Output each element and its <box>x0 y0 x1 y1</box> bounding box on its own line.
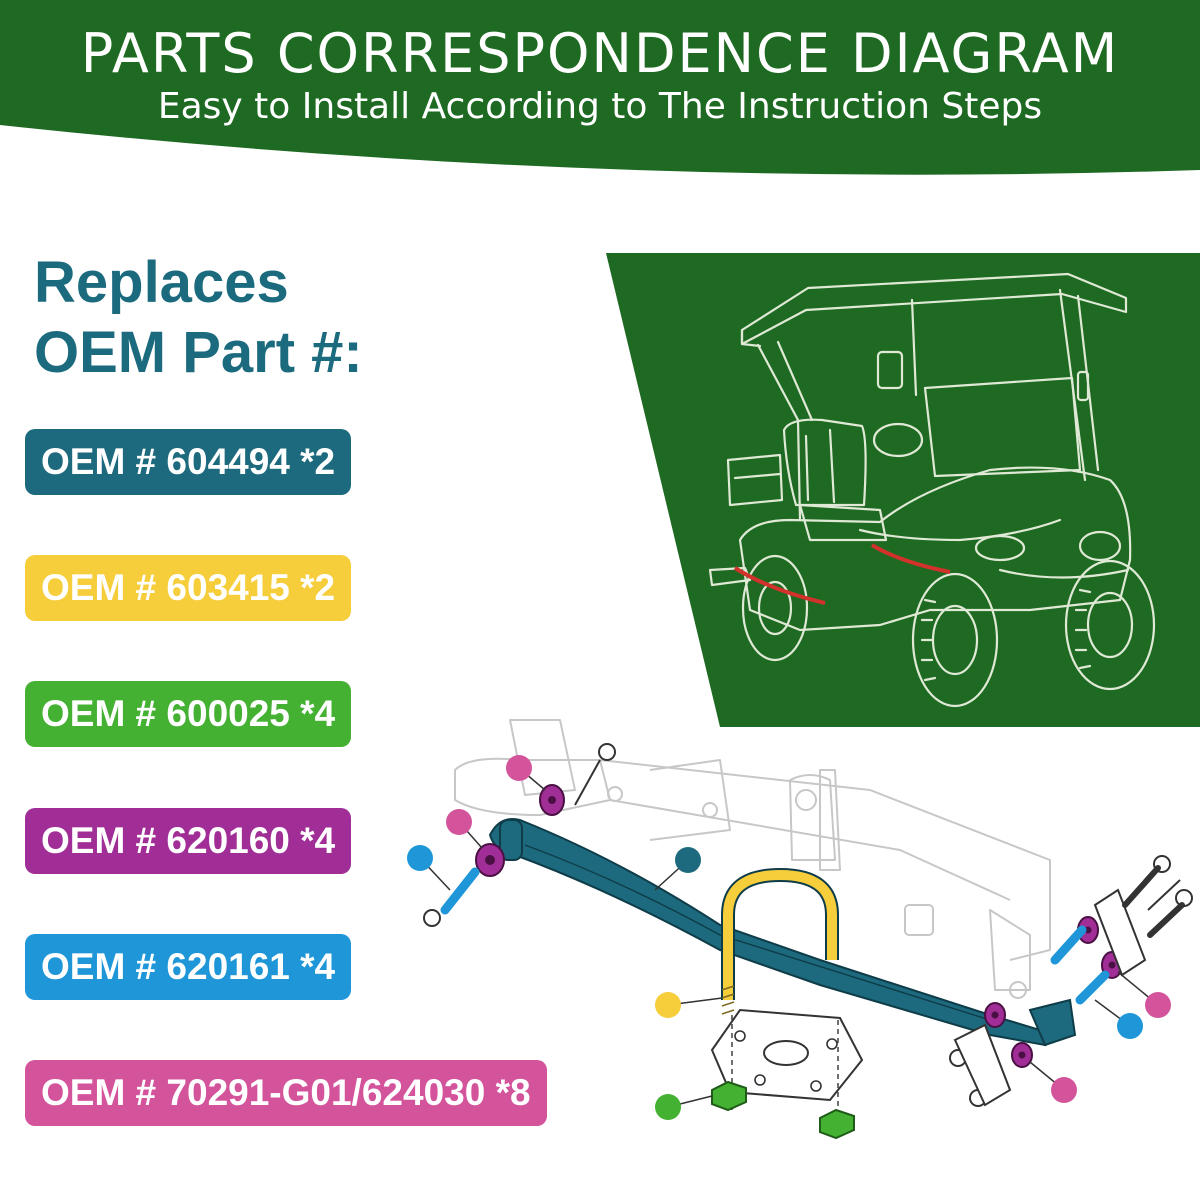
callout-620160-dot-2 <box>446 809 472 835</box>
cart-leaf-spring-rear <box>733 566 826 605</box>
callout-603415-dot <box>655 992 681 1018</box>
header-banner <box>0 0 1200 175</box>
callout-620161-dot-1 <box>407 845 433 871</box>
callout-600025-dot <box>655 1094 681 1120</box>
replaces-line-1: Replaces <box>34 250 289 315</box>
oem-part-badge-600025: OEM # 600025 *4 <box>25 681 352 747</box>
callout-620161-dot-2 <box>1117 1013 1143 1039</box>
callout-604494-dot <box>675 847 701 873</box>
page-subtitle: Easy to Install According to The Instruc… <box>157 86 1043 127</box>
page-title: PARTS CORRESPONDENCE DIAGRAM <box>80 22 1120 85</box>
leaf-spring-exploded-view <box>407 719 1193 1140</box>
replaces-heading: Replaces OEM Part #: <box>34 248 363 388</box>
golf-cart-outline-icon <box>708 272 1156 708</box>
oem-part-badge-603415: OEM # 603415 *2 <box>25 555 352 621</box>
oem-part-badge-70291-g01: OEM # 70291-G01/624030 *8 <box>25 1060 547 1126</box>
oem-part-badge-620160: OEM # 620160 *4 <box>25 808 352 874</box>
oem-part-badge-620161: OEM # 620161 *4 <box>25 934 352 1000</box>
cart-leaf-spring-front <box>870 543 951 574</box>
callout-620160-dot-3 <box>1145 992 1171 1018</box>
callout-620160-dot-4 <box>1051 1077 1077 1103</box>
callout-620160-dot-1 <box>506 755 532 781</box>
replaces-line-2: OEM Part #: <box>34 320 363 385</box>
oem-part-badge-604494: OEM # 604494 *2 <box>25 429 352 495</box>
